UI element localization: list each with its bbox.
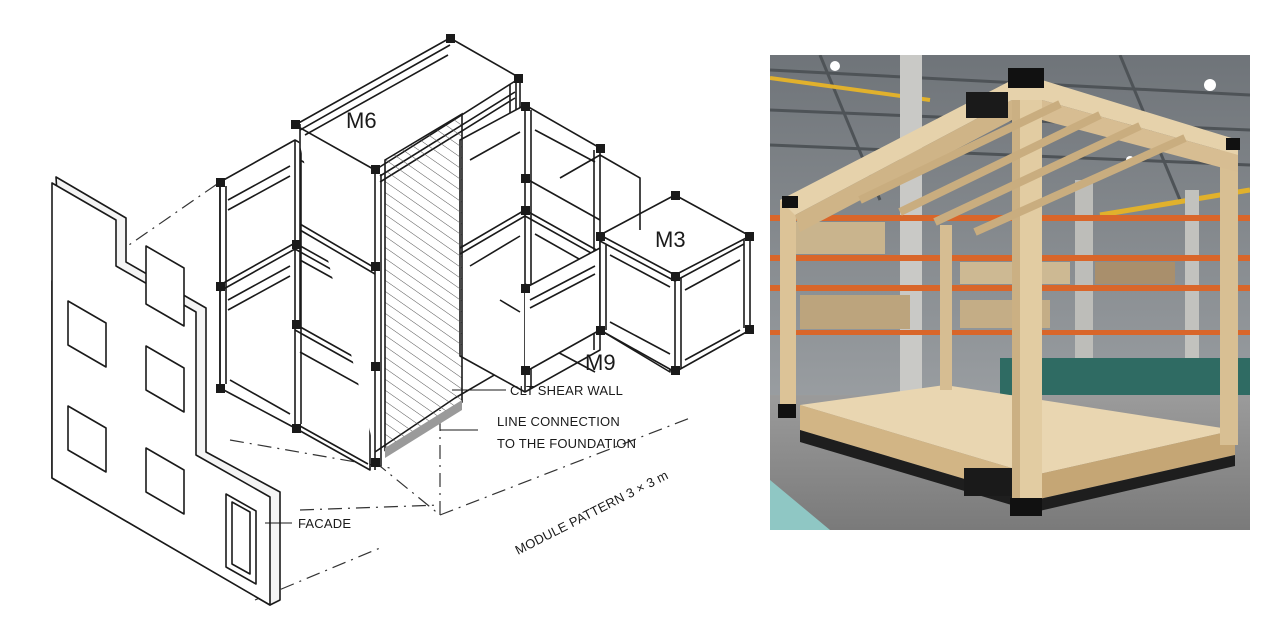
- leader-lines: [265, 389, 506, 524]
- label-line-connection: LINE CONNECTION: [497, 414, 620, 429]
- hall-column: [900, 55, 922, 395]
- timber-module: [778, 68, 1240, 516]
- facade-panel: [51, 176, 281, 606]
- label-m3: M3: [655, 227, 686, 252]
- foundation-line-connection: [385, 400, 462, 458]
- label-facade: FACADE: [298, 516, 351, 531]
- corner-connectors: [216, 34, 754, 467]
- facade-windows: [67, 245, 257, 585]
- isometric-drawing: M6 M3 M9 CLT SHEAR WALL LINE CONNECTION …: [51, 34, 754, 606]
- label-clt-shear-wall: CLT SHEAR WALL: [510, 383, 623, 398]
- dimension-lines: [89, 181, 691, 601]
- label-m9: M9: [585, 350, 616, 375]
- label-to-the-foundation: TO THE FOUNDATION: [497, 436, 636, 451]
- label-m6: M6: [346, 108, 377, 133]
